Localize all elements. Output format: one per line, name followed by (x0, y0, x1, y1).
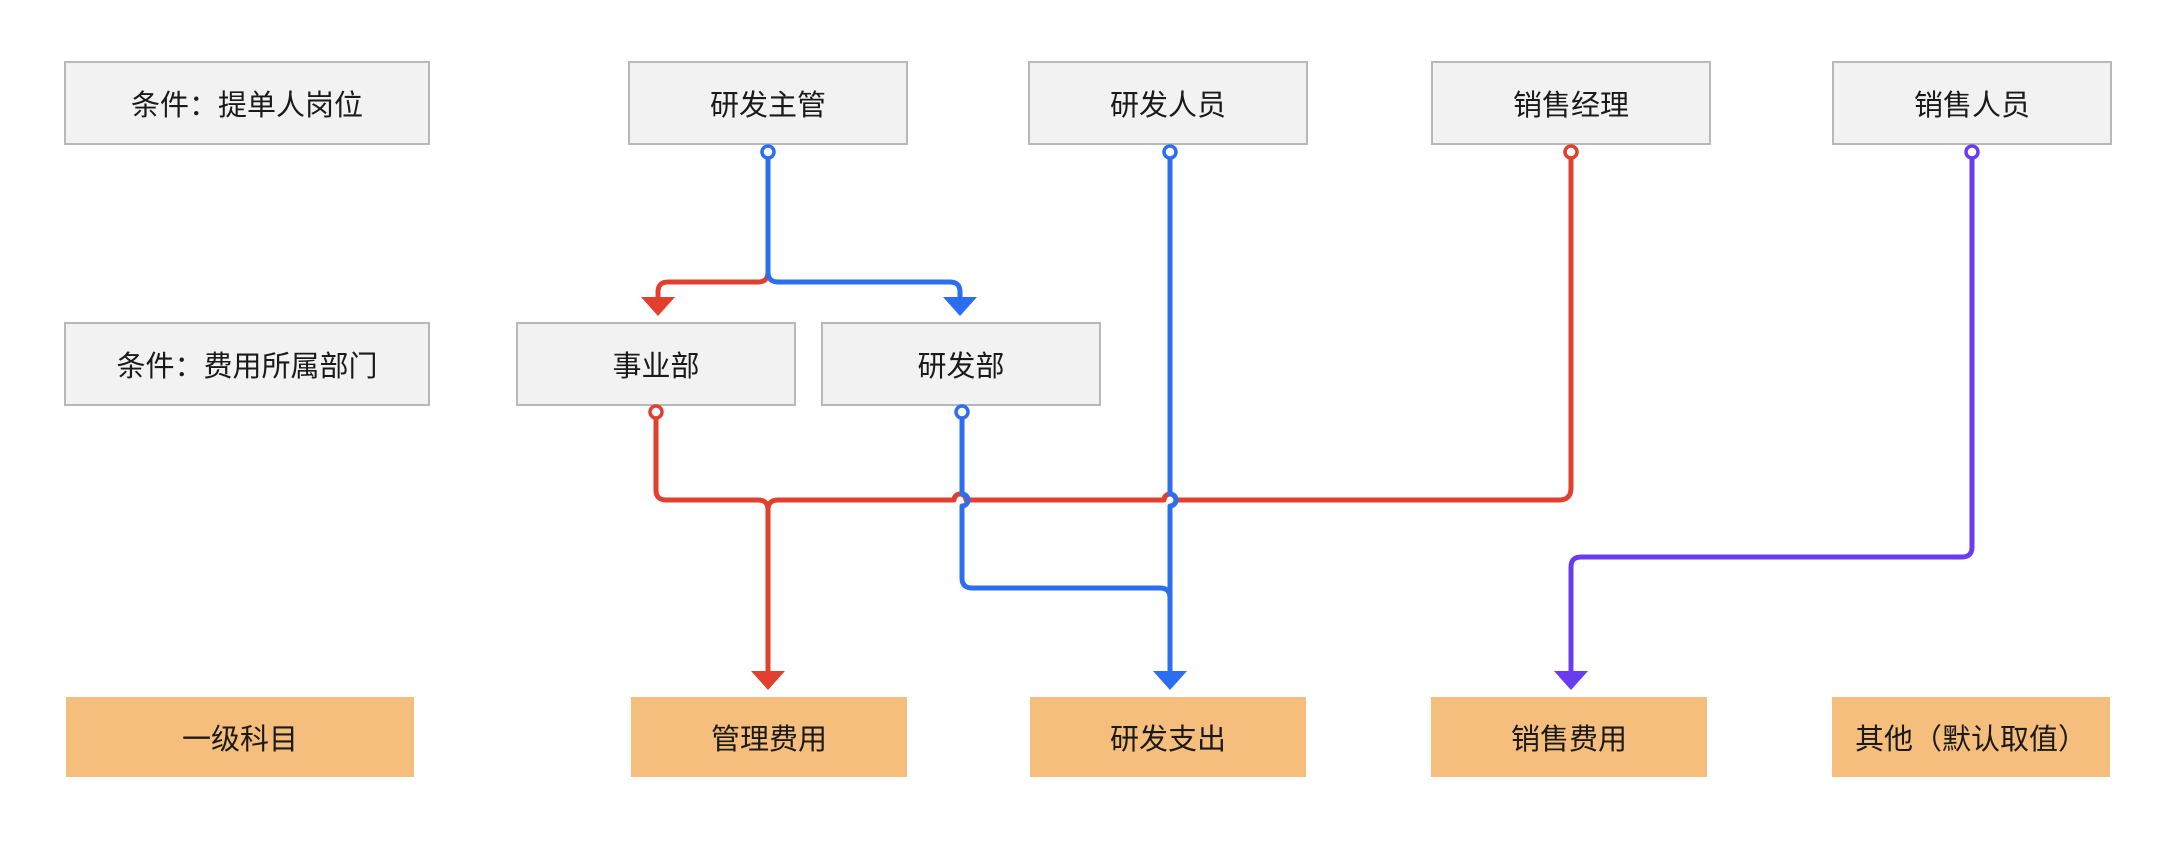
connector-rd-supervisor-to-business-unit (655, 155, 771, 298)
node-business-unit: 事业部 (516, 322, 796, 406)
node-sales-expense: 销售费用 (1431, 697, 1707, 777)
node-admin-expense: 管理费用 (631, 697, 907, 777)
node-rd-supervisor: 研发主管 (628, 61, 908, 145)
arrow-to-rd-expenditure (1153, 671, 1187, 690)
arrow-to-sales-expense (1554, 671, 1588, 690)
port-business-unit (648, 404, 664, 420)
connector-rd-staff-to-rd-expenditure (1167, 155, 1179, 672)
port-rd-supervisor (760, 144, 776, 160)
node-sales-staff: 销售人员 (1832, 61, 2112, 145)
port-sales-manager (1563, 144, 1579, 160)
arrow-to-rd-department (943, 297, 977, 316)
arrow-to-admin-expense (751, 671, 785, 690)
connector-rd-supervisor-to-rd-department (765, 155, 963, 298)
node-rd-staff: 研发人员 (1028, 61, 1308, 145)
node-rd-department: 研发部 (821, 322, 1101, 406)
node-other-default: 其他（默认取值） (1832, 697, 2110, 777)
port-rd-department (954, 404, 970, 420)
port-rd-staff (1162, 144, 1178, 160)
connector-sales-staff-to-sales-expense (1568, 155, 1975, 672)
row-label-position: 条件：提单人岗位 (64, 61, 430, 145)
row-label-subject: 一级科目 (66, 697, 414, 777)
connector-business-unit-to-admin-expense (653, 414, 771, 672)
port-sales-staff (1964, 144, 1980, 160)
arrow-to-business-unit (641, 297, 675, 316)
node-rd-expenditure: 研发支出 (1030, 697, 1306, 777)
node-sales-manager: 销售经理 (1431, 61, 1711, 145)
connector-rd-department-to-rd-expenditure (959, 414, 1173, 599)
connector-sales-manager-to-admin-expense (765, 155, 1574, 511)
row-label-department: 条件：费用所属部门 (64, 322, 430, 406)
